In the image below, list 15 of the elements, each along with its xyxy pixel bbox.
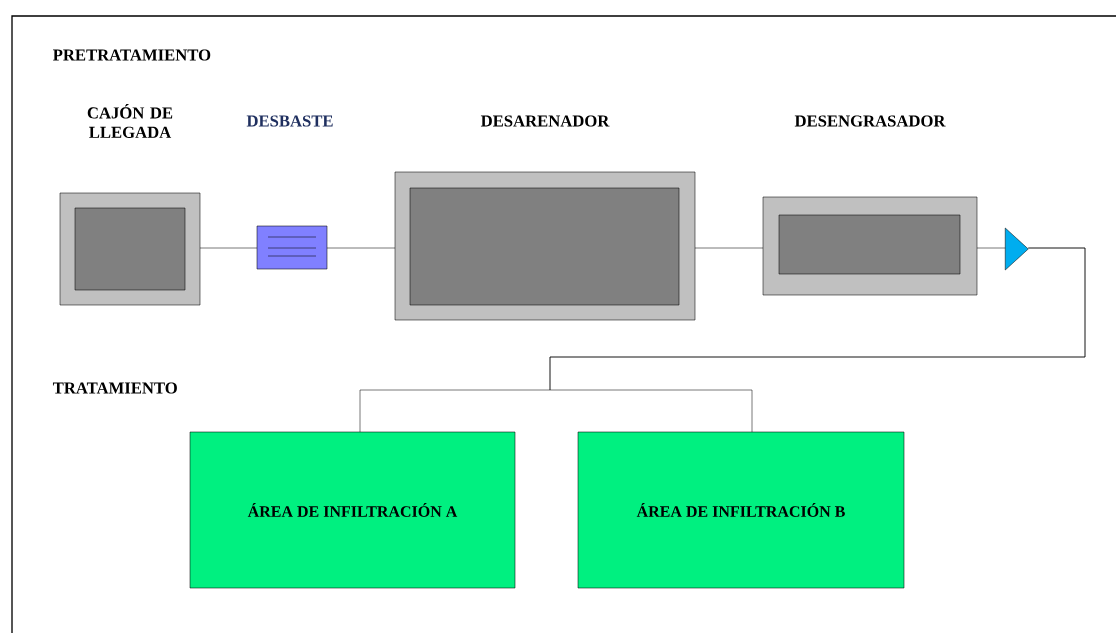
area-box: ÁREA DE INFILTRACIÓN A <box>189 431 516 589</box>
pipe-line <box>199 247 258 249</box>
pipe-line <box>326 247 396 249</box>
section-label: TRATAMIENTO <box>52 382 177 394</box>
pipe-line <box>976 247 1006 249</box>
section-label: PRETRATAMIENTO <box>53 49 211 61</box>
screen-drawing <box>256 225 328 270</box>
unit-heading: DESBASTE <box>246 115 333 127</box>
unit-heading: DESARENADOR <box>480 115 610 127</box>
unit-heading: DESENGRASADOR <box>794 115 946 127</box>
area-box: ÁREA DE INFILTRACIÓN B <box>577 431 905 589</box>
pipe-line <box>549 247 1086 433</box>
pipe-line <box>694 247 764 249</box>
unit-heading: CAJÓN DE LLEGADA <box>87 104 173 138</box>
triangle-symbol <box>1005 227 1029 271</box>
